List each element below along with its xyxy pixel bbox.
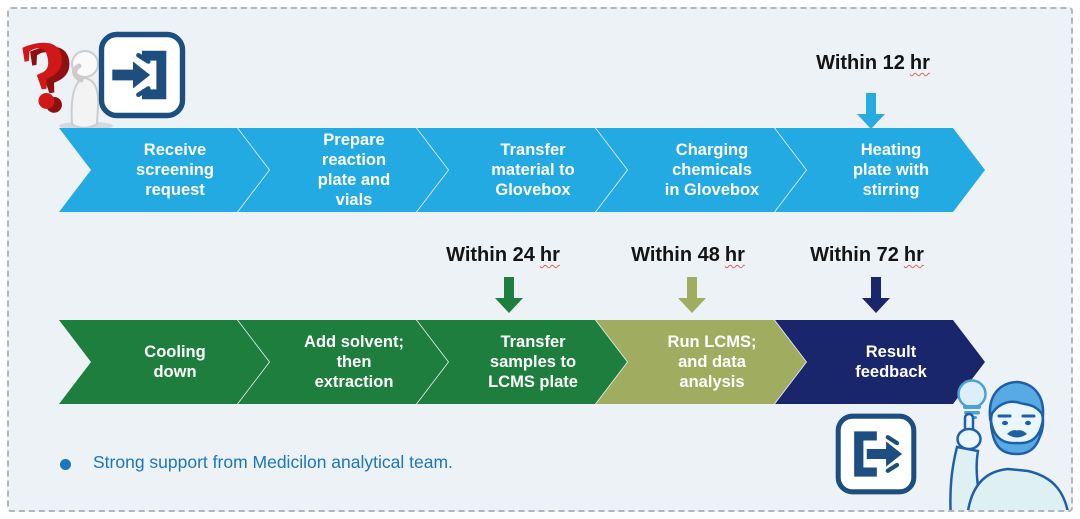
question-mark-thinker-icon: ? ? (13, 20, 113, 128)
exit-icon (835, 413, 917, 495)
step-label: Prepare reaction plate and vials (317, 130, 391, 210)
timing-unit: hr (909, 52, 930, 74)
timing-text: Within 48 (631, 244, 720, 266)
step-label: Result feedback (855, 342, 927, 381)
step-run-lcms: Run LCMS; and data analysis (596, 320, 806, 404)
down-arrow-72hr-icon (862, 277, 890, 313)
step-label: Heating plate with stirring (852, 140, 930, 200)
step-label: Receive screening request (136, 140, 214, 200)
step-result-feedback: Result feedback (775, 320, 985, 404)
step-charging-chemicals: Charging chemicals in Glovebox (596, 128, 806, 212)
note-bullet (60, 459, 71, 470)
down-arrow-48hr-icon (678, 277, 706, 313)
support-note: Strong support from Medicilon analytical… (93, 452, 453, 472)
step-label: Cooling down (144, 342, 206, 381)
timing-unit: hr (539, 244, 560, 266)
timing-unit: hr (724, 244, 745, 266)
down-arrow-12hr-icon (857, 93, 885, 129)
step-transfer-material: Transfer material to Glovebox (417, 128, 627, 212)
step-label: Add solvent; then extraction (304, 332, 404, 392)
step-cooling-down: Cooling down (59, 320, 269, 404)
step-label: Transfer samples to LCMS plate (488, 332, 578, 392)
step-transfer-samples: Transfer samples to LCMS plate (417, 320, 627, 404)
step-add-solvent: Add solvent; then extraction (238, 320, 448, 404)
timing-unit: hr (903, 244, 924, 266)
down-arrow-24hr-icon (495, 277, 523, 313)
step-label: Charging chemicals in Glovebox (664, 140, 760, 200)
step-prepare-reaction-plate: Prepare reaction plate and vials (238, 128, 448, 212)
step-receive-screening-request: Receive screening request (59, 128, 269, 212)
step-heating-plate: Heating plate with stirring (775, 128, 985, 212)
enter-icon (98, 31, 186, 119)
timing-text: Within 24 (446, 244, 535, 266)
timing-text: Within 72 (810, 244, 899, 266)
step-label: Run LCMS; and data analysis (667, 332, 757, 392)
timing-text: Within 12 (816, 52, 905, 74)
step-label: Transfer material to Glovebox (491, 140, 575, 200)
